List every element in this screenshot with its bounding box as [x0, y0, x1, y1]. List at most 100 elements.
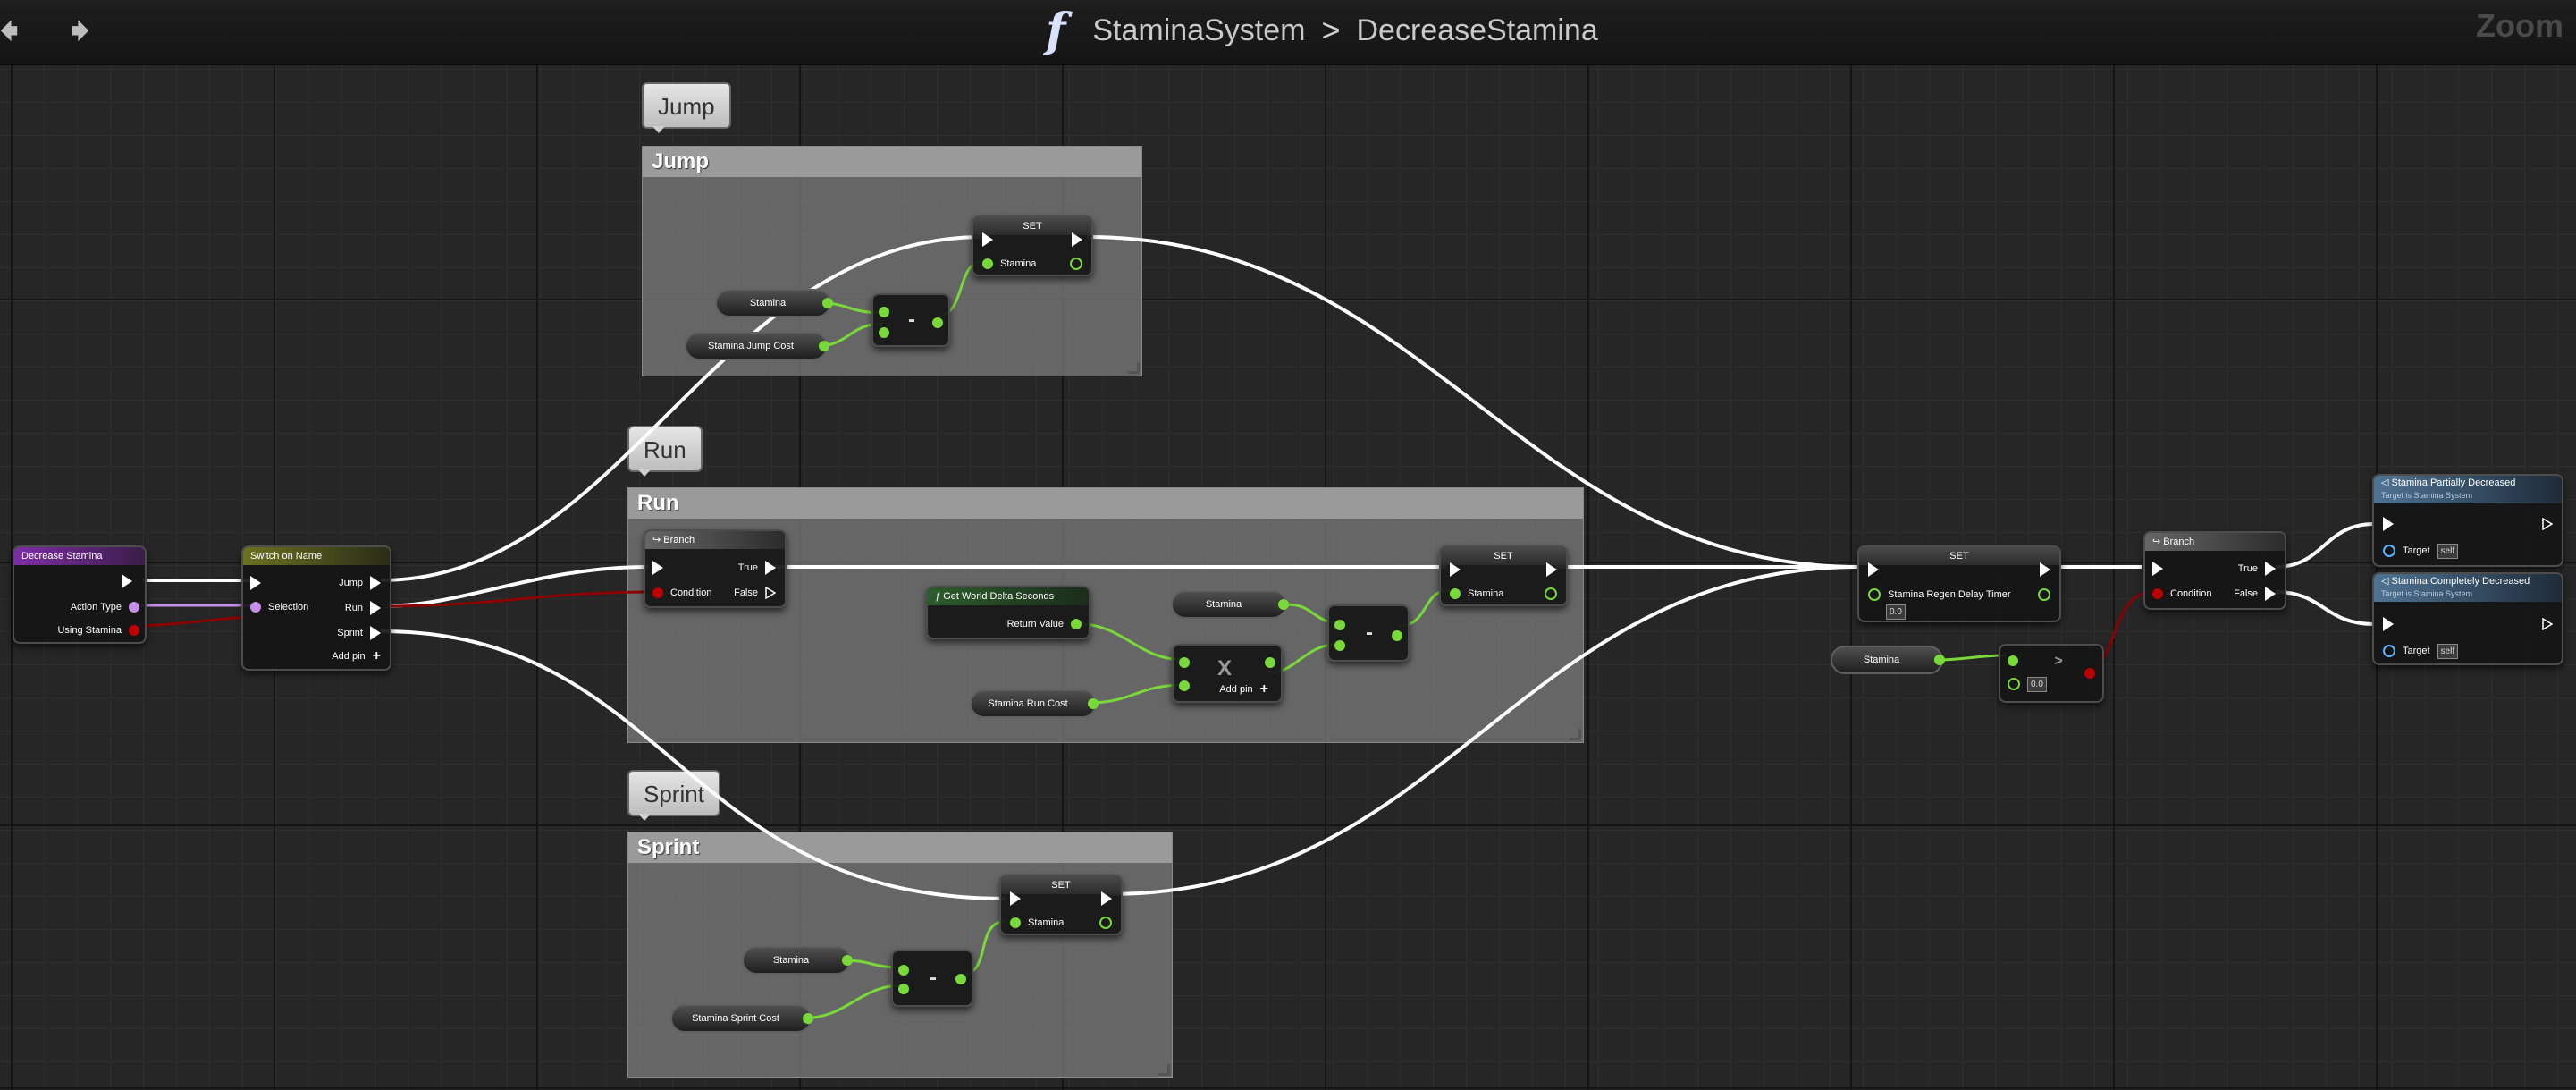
- exec-input-pin[interactable]: [1868, 562, 1879, 577]
- exec-input-pin[interactable]: [1450, 562, 1461, 577]
- float-input-pin[interactable]: [1334, 640, 1345, 651]
- float-input-pin[interactable]: [1179, 680, 1190, 691]
- function-entry-node[interactable]: Decrease Stamina Action Type Using Stami…: [13, 545, 147, 644]
- selection-input-pin[interactable]: [250, 602, 261, 613]
- true-exec-pin[interactable]: [2265, 562, 2276, 576]
- add-pin-button[interactable]: Add pin+: [1219, 681, 1268, 697]
- breadcrumb-parent[interactable]: StaminaSystem: [1092, 13, 1306, 47]
- arrow-left-icon[interactable]: 🠸: [0, 7, 20, 54]
- set-regen-delay-timer-node[interactable]: SET Stamina Regen Delay Timer 0.0: [1857, 545, 2061, 622]
- float-output-pin[interactable]: [932, 317, 943, 328]
- branch-node-run[interactable]: ↪ Branch Condition True False: [644, 529, 787, 608]
- comment-bubble-run[interactable]: Run: [627, 426, 703, 477]
- bool-output-pin[interactable]: [129, 625, 139, 636]
- exec-output-pin[interactable]: [1072, 232, 1082, 247]
- exec-output-pin[interactable]: [2040, 562, 2050, 577]
- target-input-pin[interactable]: [2383, 645, 2395, 657]
- condition-input-pin[interactable]: [2152, 588, 2163, 599]
- jump-exec-pin[interactable]: [370, 576, 381, 590]
- comment-bubble-jump[interactable]: Jump: [642, 82, 731, 133]
- exec-output-pin[interactable]: [1101, 891, 1112, 906]
- float-input-pin[interactable]: [1450, 588, 1461, 599]
- resize-handle[interactable]: [1128, 362, 1140, 374]
- float-output-pin[interactable]: [819, 341, 829, 351]
- float-output-pin[interactable]: [822, 298, 833, 308]
- variable-stamina-jump-cost[interactable]: Stamina Jump Cost: [685, 332, 829, 360]
- float-output-pin[interactable]: [1088, 698, 1099, 709]
- float-input-pin[interactable]: [898, 965, 909, 976]
- variable-stamina-sprint-cost[interactable]: Stamina Sprint Cost: [670, 1004, 813, 1033]
- float-output-pin[interactable]: [803, 1013, 813, 1024]
- float-input-pin[interactable]: [2008, 678, 2020, 690]
- target-self-field[interactable]: self: [2437, 543, 2459, 559]
- float-output-pin[interactable]: [955, 974, 966, 984]
- sprint-exec-pin[interactable]: [370, 626, 381, 640]
- target-self-field[interactable]: self: [2437, 643, 2459, 659]
- resize-handle[interactable]: [1158, 1064, 1170, 1076]
- exec-input-pin[interactable]: [2152, 562, 2163, 576]
- float-input-pin[interactable]: [879, 327, 889, 338]
- variable-stamina-run-cost[interactable]: Stamina Run Cost: [970, 689, 1099, 718]
- float-input-pin[interactable]: [1010, 917, 1021, 928]
- name-output-pin[interactable]: [129, 602, 139, 613]
- variable-stamina[interactable]: Stamina: [742, 946, 853, 975]
- false-exec-pin[interactable]: [2265, 587, 2276, 601]
- float-input-pin[interactable]: [1179, 657, 1190, 668]
- condition-input-pin[interactable]: [652, 587, 663, 598]
- set-stamina-node-jump[interactable]: SET Stamina: [972, 215, 1093, 276]
- branch-node-final[interactable]: ↪ Branch Condition True False: [2143, 531, 2286, 610]
- exec-input-pin[interactable]: [250, 576, 261, 590]
- exec-input-pin[interactable]: [2383, 517, 2394, 531]
- float-output-pin[interactable]: [1071, 619, 1082, 629]
- float-output-pin[interactable]: [1070, 258, 1082, 270]
- float-output-pin[interactable]: [1392, 630, 1402, 641]
- bool-output-pin[interactable]: [2084, 668, 2095, 679]
- subtract-node[interactable]: -: [891, 950, 973, 1007]
- compare-value-field[interactable]: 0.0: [2027, 676, 2047, 692]
- greater-than-node[interactable]: 0.0 >: [1999, 644, 2104, 703]
- float-input-pin[interactable]: [879, 307, 889, 317]
- exec-output-pin[interactable]: [2542, 518, 2553, 530]
- target-input-pin[interactable]: [2383, 545, 2395, 557]
- float-output-pin[interactable]: [1278, 599, 1289, 610]
- float-input-pin[interactable]: [898, 984, 909, 994]
- run-exec-pin[interactable]: [370, 601, 381, 615]
- variable-stamina[interactable]: Stamina: [1831, 646, 1945, 674]
- set-stamina-node-sprint[interactable]: SET Stamina: [999, 875, 1123, 935]
- subtract-node[interactable]: -: [1327, 604, 1410, 662]
- subtract-node[interactable]: -: [871, 293, 950, 347]
- add-pin-button[interactable]: Add pin+: [332, 648, 381, 664]
- exec-output-pin[interactable]: [1546, 562, 1557, 577]
- float-output-pin[interactable]: [1934, 655, 1945, 665]
- exec-input-pin[interactable]: [982, 232, 993, 247]
- set-stamina-node-run[interactable]: SET Stamina: [1439, 545, 1568, 606]
- timer-value-field[interactable]: 0.0: [1886, 604, 1906, 620]
- get-world-delta-seconds-node[interactable]: ƒ Get World Delta Seconds Return Value: [926, 586, 1090, 639]
- variable-stamina[interactable]: Stamina: [1171, 590, 1289, 619]
- float-output-pin[interactable]: [1545, 587, 1557, 600]
- exec-input-pin[interactable]: [1010, 891, 1021, 906]
- float-input-pin[interactable]: [982, 258, 993, 269]
- float-input-pin[interactable]: [1868, 588, 1881, 601]
- float-output-pin[interactable]: [842, 955, 853, 966]
- multiply-node[interactable]: X Add pin+: [1172, 644, 1283, 703]
- switch-on-name-node[interactable]: Switch on Name Selection Jump Run Sprint…: [241, 545, 391, 671]
- float-input-pin[interactable]: [1334, 620, 1345, 630]
- float-input-pin[interactable]: [2008, 655, 2018, 666]
- comment-box-sprint[interactable]: Sprint: [627, 832, 1173, 1078]
- false-exec-pin[interactable]: [765, 587, 776, 599]
- exec-input-pin[interactable]: [2383, 617, 2394, 631]
- exec-output-pin[interactable]: [2542, 618, 2553, 630]
- float-output-pin[interactable]: [1099, 917, 1112, 929]
- float-output-pin[interactable]: [2038, 588, 2050, 601]
- exec-output-pin[interactable]: [122, 574, 132, 588]
- arrow-right-icon[interactable]: 🠺: [70, 7, 91, 54]
- float-output-pin[interactable]: [1265, 657, 1275, 668]
- variable-stamina[interactable]: Stamina: [715, 289, 833, 317]
- resize-handle[interactable]: [1570, 729, 1581, 740]
- true-exec-pin[interactable]: [765, 561, 776, 575]
- comment-bubble-sprint[interactable]: Sprint: [627, 770, 720, 821]
- exec-input-pin[interactable]: [652, 561, 663, 575]
